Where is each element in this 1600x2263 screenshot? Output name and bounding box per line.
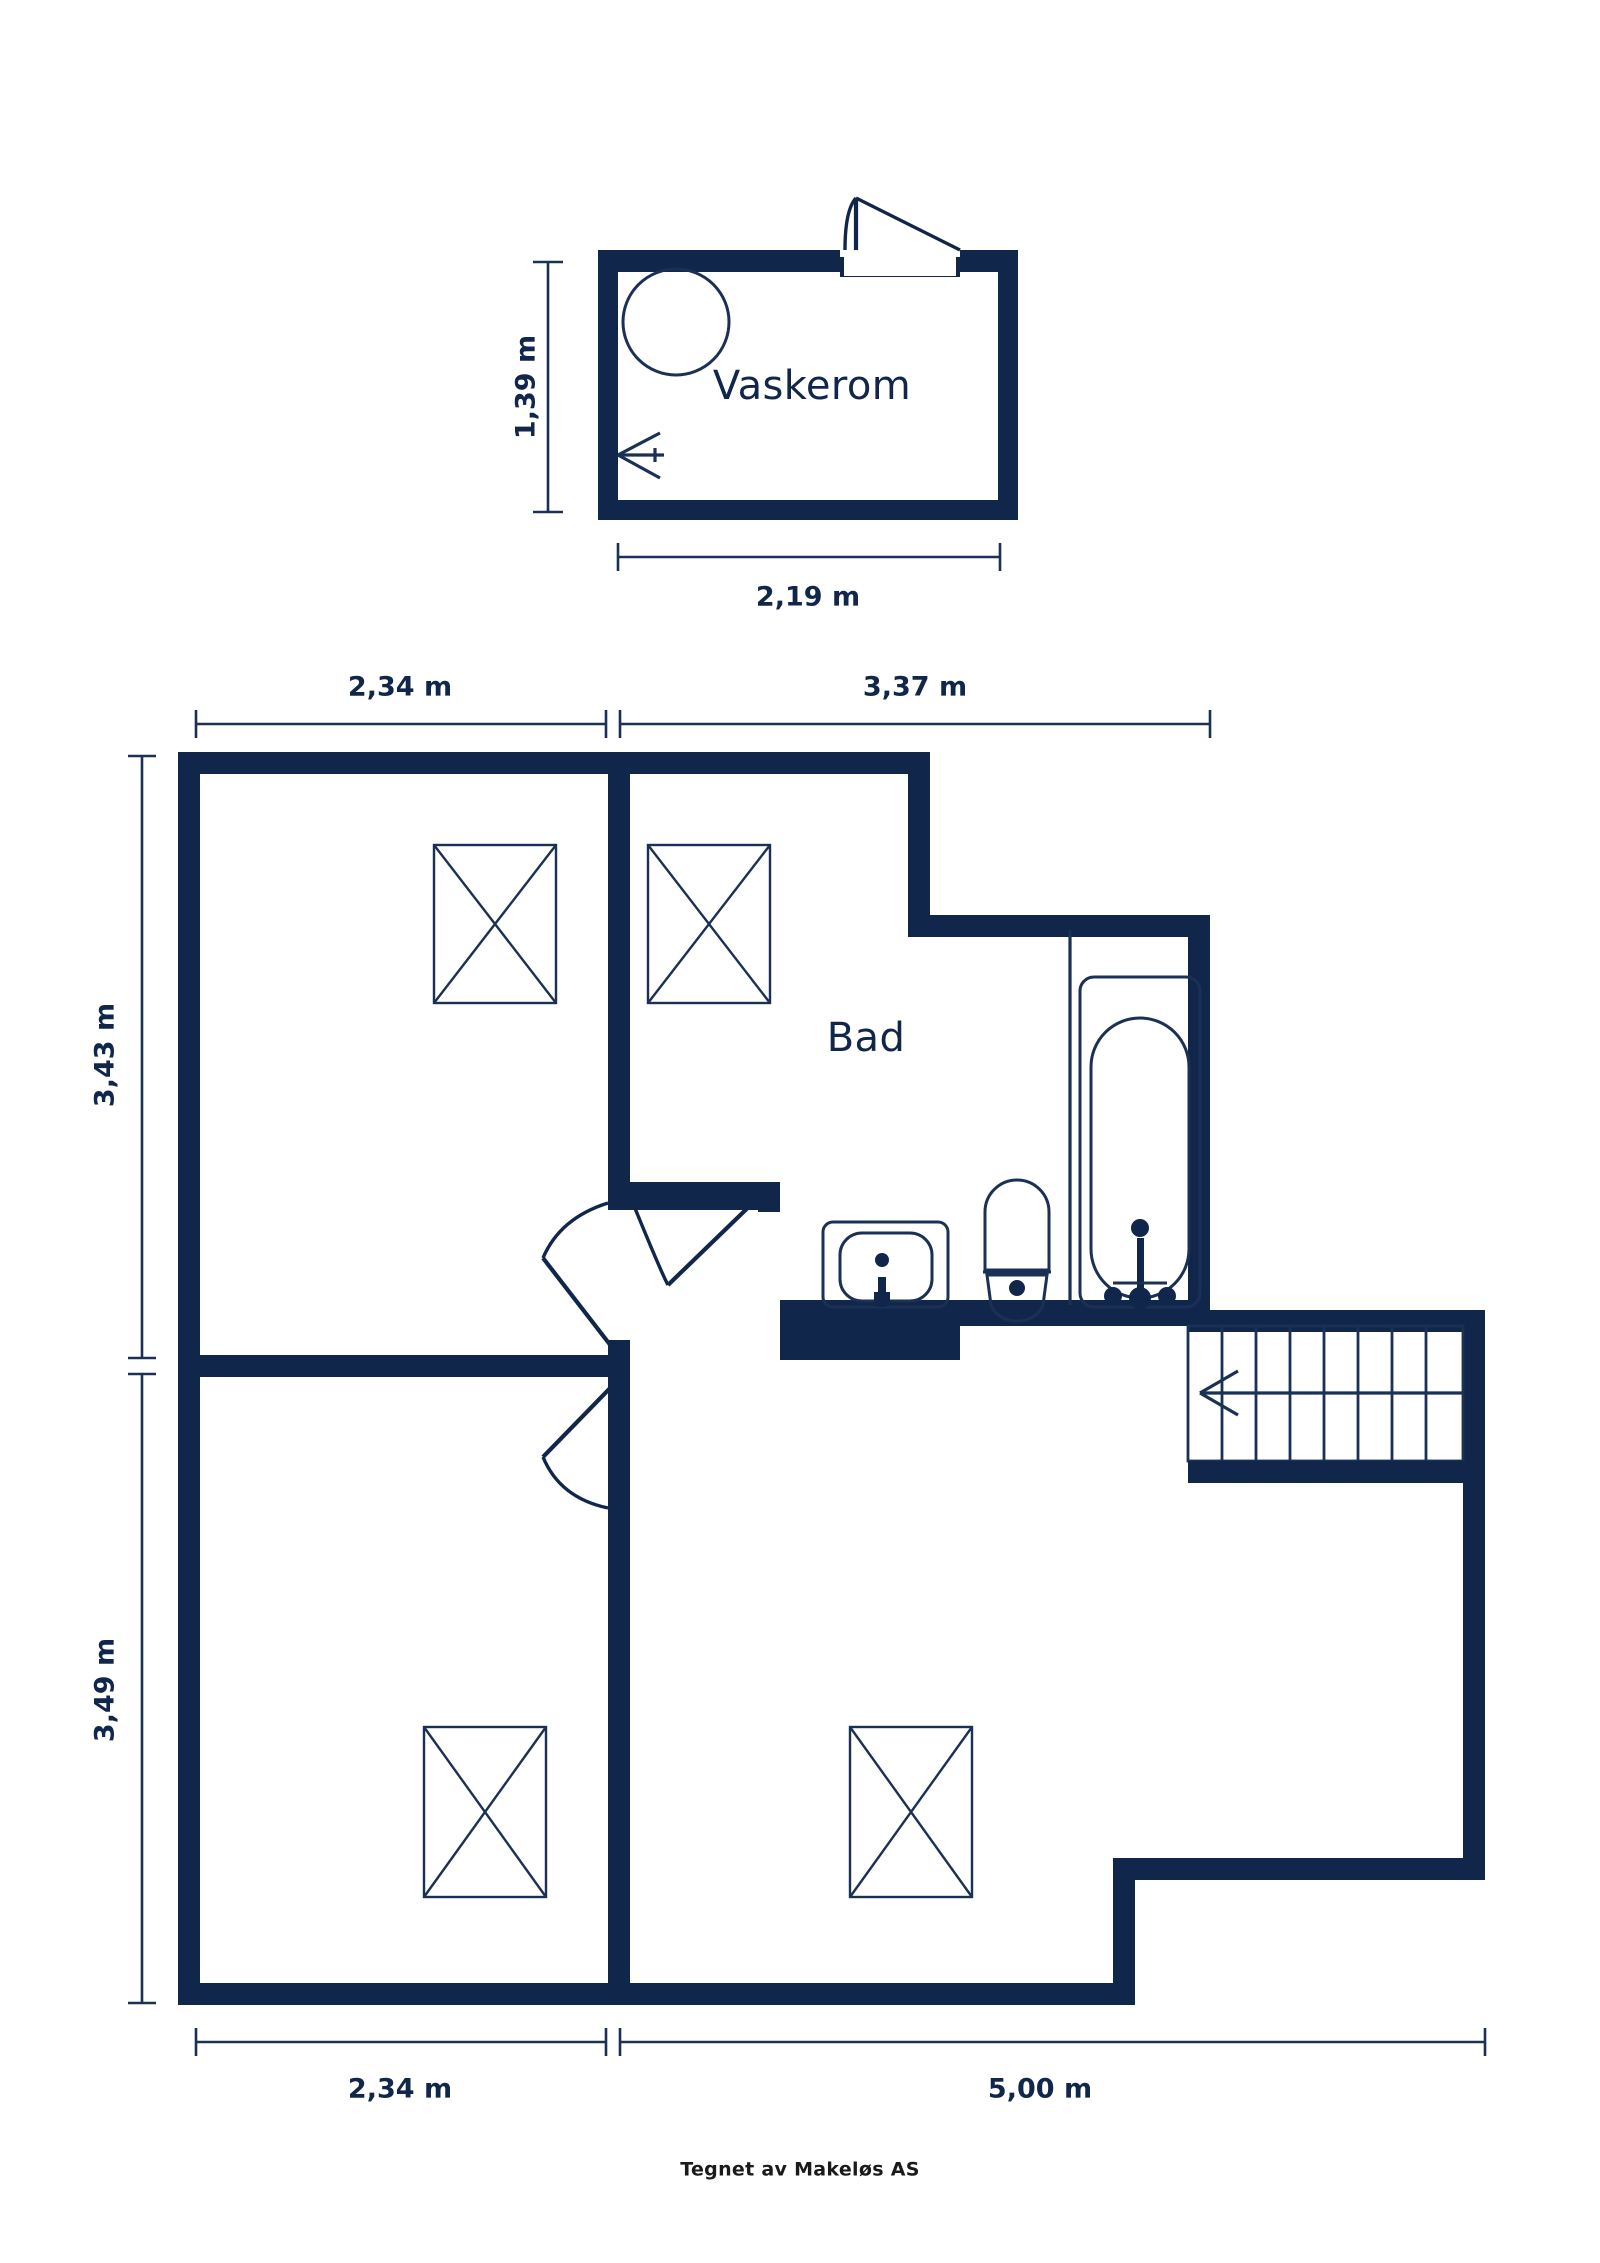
main-outer-walls bbox=[178, 752, 1485, 2005]
washing-machine-circle bbox=[621, 267, 731, 377]
dimension-main-top-right: 3,37 m bbox=[618, 672, 1212, 738]
dimension-label-main-top-right: 3,37 m bbox=[863, 672, 967, 703]
ceiling-marker-top-left bbox=[432, 843, 558, 1005]
dimension-main-bottom-right: 5,00 m bbox=[618, 2028, 1487, 2105]
room-label-vaskerom: Vaskerom bbox=[713, 363, 911, 409]
dimension-main-left-lower: 3,49 m bbox=[90, 1372, 156, 2005]
door-hall-upper-left bbox=[541, 1201, 620, 1357]
toilet bbox=[983, 1178, 1051, 1323]
partition-vertical-main bbox=[608, 752, 630, 1182]
dimension-vaskerom-width: 2,19 m bbox=[616, 543, 1002, 613]
vaskerom-door-gap bbox=[844, 246, 956, 276]
dimension-label-vaskerom-height: 1,39 m bbox=[511, 335, 542, 439]
dimension-label-main-left-upper: 3,43 m bbox=[90, 1003, 121, 1107]
stair-direction-arrow bbox=[1199, 1369, 1463, 1417]
dimension-label-vaskerom-width: 2,19 m bbox=[756, 582, 860, 613]
dimension-main-bottom-left: 2,34 m bbox=[194, 2028, 608, 2105]
vanity-block bbox=[780, 1300, 960, 1360]
stair-bottom-wall bbox=[1188, 1461, 1485, 1483]
ceiling-marker-bottom-left bbox=[422, 1725, 548, 1899]
bathtub bbox=[1078, 975, 1202, 1309]
footer-credit: Tegnet av Makeløs AS bbox=[680, 2159, 919, 2181]
bad-door-jamb bbox=[758, 1182, 780, 1212]
dimension-vaskerom-height: 1,39 m bbox=[511, 260, 563, 514]
door-vaskerom-top bbox=[843, 196, 961, 252]
ceiling-marker-top-mid bbox=[646, 843, 772, 1005]
dimension-label-main-bottom-right: 5,00 m bbox=[988, 2074, 1092, 2105]
partition-vertical-stub-upper bbox=[608, 1182, 630, 1210]
staircase bbox=[1186, 1324, 1485, 1483]
sink bbox=[821, 1220, 950, 1309]
dimension-main-left-upper: 3,43 m bbox=[90, 754, 156, 1360]
dimension-label-main-top-left: 2,34 m bbox=[348, 672, 452, 703]
bad-lower-wall bbox=[630, 1182, 780, 1210]
door-hall-lower-left bbox=[541, 1378, 620, 1510]
dimension-label-main-bottom-left: 2,34 m bbox=[348, 2074, 452, 2105]
door-bad-upper bbox=[628, 1194, 762, 1287]
dimension-label-main-left-lower: 3,49 m bbox=[90, 1638, 121, 1742]
dimension-main-top-left: 2,34 m bbox=[194, 672, 608, 738]
floor-drain-arrow bbox=[617, 431, 664, 480]
partition-horizontal-left bbox=[200, 1355, 630, 1377]
partition-vertical-main-lower bbox=[608, 1380, 630, 2005]
vaskerom-room: Vaskerom bbox=[598, 196, 1018, 520]
ceiling-marker-bottom-mid bbox=[848, 1725, 974, 1899]
room-label-bad: Bad bbox=[827, 1015, 906, 1061]
main-floor-plan: Bad bbox=[178, 752, 1485, 2005]
bad-fixtures bbox=[821, 930, 1202, 1323]
